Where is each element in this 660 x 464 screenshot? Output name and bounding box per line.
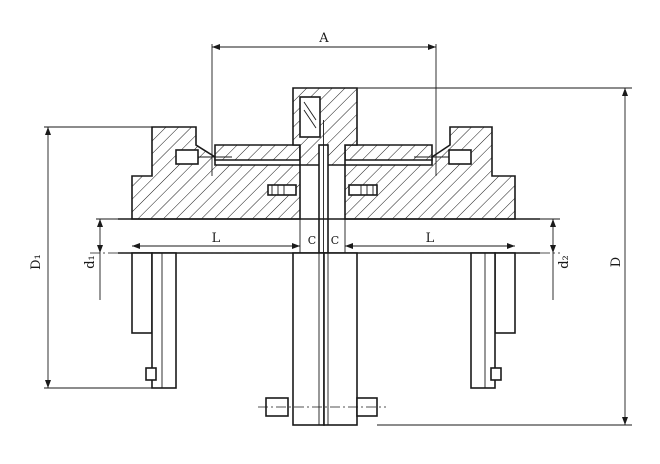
label-C-right: C (331, 234, 339, 247)
dimension-d1: d₁ (83, 218, 132, 300)
dimension-A: A (211, 31, 437, 176)
left-hub-section (131, 126, 301, 220)
label-d2: d₂ (557, 255, 572, 269)
dimension-d2: d₂ (515, 218, 572, 300)
grease-nipple (299, 96, 321, 138)
right-hub-section (344, 126, 516, 220)
left-set-screw (267, 184, 297, 196)
left-flange-section (214, 144, 301, 161)
right-sleeve (470, 252, 496, 389)
label-L-left: L (212, 231, 221, 246)
label-L-right: L (426, 231, 435, 246)
label-D: D (609, 257, 624, 267)
dimension-L: L L (132, 231, 515, 249)
upper-section (131, 87, 516, 254)
label-A: A (318, 31, 329, 46)
right-set-screw (348, 184, 378, 196)
right-bolt (490, 367, 502, 381)
right-hub (494, 252, 516, 334)
left-hub (131, 252, 153, 334)
right-seal (448, 149, 472, 165)
label-D1: D₁ (29, 254, 44, 270)
dimension-C: C C (299, 219, 346, 253)
label-d1: d₁ (83, 255, 98, 269)
dimension-D: D (357, 87, 632, 426)
left-seal (175, 149, 199, 165)
center-flange-right (323, 252, 358, 426)
dimension-D1: D₁ (29, 126, 152, 389)
lower-section (131, 252, 516, 426)
right-flange-section (344, 144, 433, 161)
label-C-left: C (308, 234, 316, 247)
left-bolt (145, 367, 157, 381)
left-sleeve (151, 252, 177, 389)
